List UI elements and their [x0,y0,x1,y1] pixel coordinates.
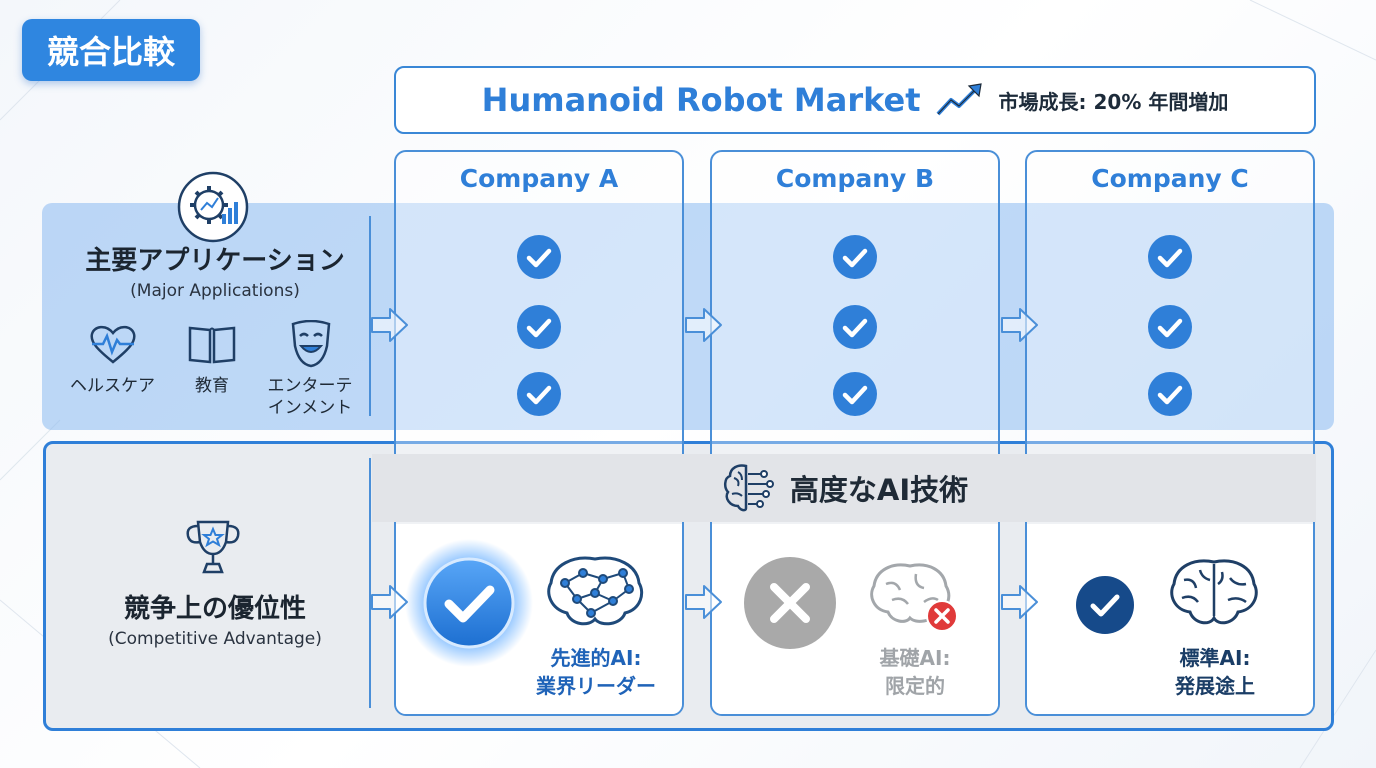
flow-arrow-icon [685,585,722,619]
company-name: Company C [1091,164,1249,193]
company-name: Company A [459,164,619,193]
company-c-ai-text: 標準AI: 発展途上 [1175,646,1255,698]
flow-arrow-icon [371,585,408,619]
applications-subtitle: (Major Applications) [130,281,300,301]
brain-network-icon [547,556,644,626]
applications-title: 主要アプリケーション [85,246,345,276]
application-check-icon [1148,235,1192,279]
applications-label: 主要アプリケーション (Major Applications) [60,240,370,301]
heart-pulse-icon [90,325,136,364]
category-label-education: 教育 [195,376,229,396]
ai-cross-icon [744,557,836,649]
connector-line [369,216,371,416]
flow-arrow-icon [1001,585,1038,619]
application-check-icon [517,305,561,349]
flow-arrow-icon [1001,308,1038,342]
application-check-icon [1148,372,1192,416]
advantage-subtitle: (Competitive Advantage) [108,629,322,649]
ai-section-title: 高度なAI技術 [789,473,969,507]
trophy-icon [186,520,240,574]
connector-line [369,458,371,708]
flow-arrow-icon [371,308,408,342]
application-check-icon [1148,305,1192,349]
gear-chart-icon [177,171,249,243]
theater-mask-icon [291,320,331,368]
advantage-title: 競争上の優位性 [123,594,306,624]
book-icon [188,326,236,364]
company-ai-panel [1027,524,1313,714]
market-banner: Humanoid Robot Market 市場成長: 20% 年間増加 [394,66,1316,134]
application-check-icon [833,305,877,349]
company-a-ai-text: 先進的AI: 業界リーダー [536,646,656,698]
advantage-label: 競争上の優位性 (Competitive Advantage) [60,588,370,649]
flow-arrow-icon [685,308,722,342]
ai-check-dark-icon [1076,576,1134,634]
ai-section-header: 高度なAI技術 [372,454,1316,522]
market-title: Humanoid Robot Market [481,81,921,119]
category-label-healthcare: ヘルスケア [70,376,155,396]
market-growth: 市場成長: 20% 年間増加 [998,89,1229,114]
category-label-entertainment: エンターテ インメント [267,376,353,418]
ai-check-glow-icon [405,539,533,667]
brain-error-icon [870,563,958,632]
company-b-ai-text: 基礎AI: 限定的 [879,646,951,698]
company-name: Company B [775,164,935,193]
trend-up-arrow-icon [936,83,982,116]
application-check-icon [833,235,877,279]
brain-circuit-icon [723,464,774,512]
application-check-icon [833,372,877,416]
brain-icon [1170,559,1258,625]
application-check-icon [517,372,561,416]
applications-band [42,203,1334,430]
page-title: 競合比較 [22,19,200,81]
application-check-icon [517,235,561,279]
